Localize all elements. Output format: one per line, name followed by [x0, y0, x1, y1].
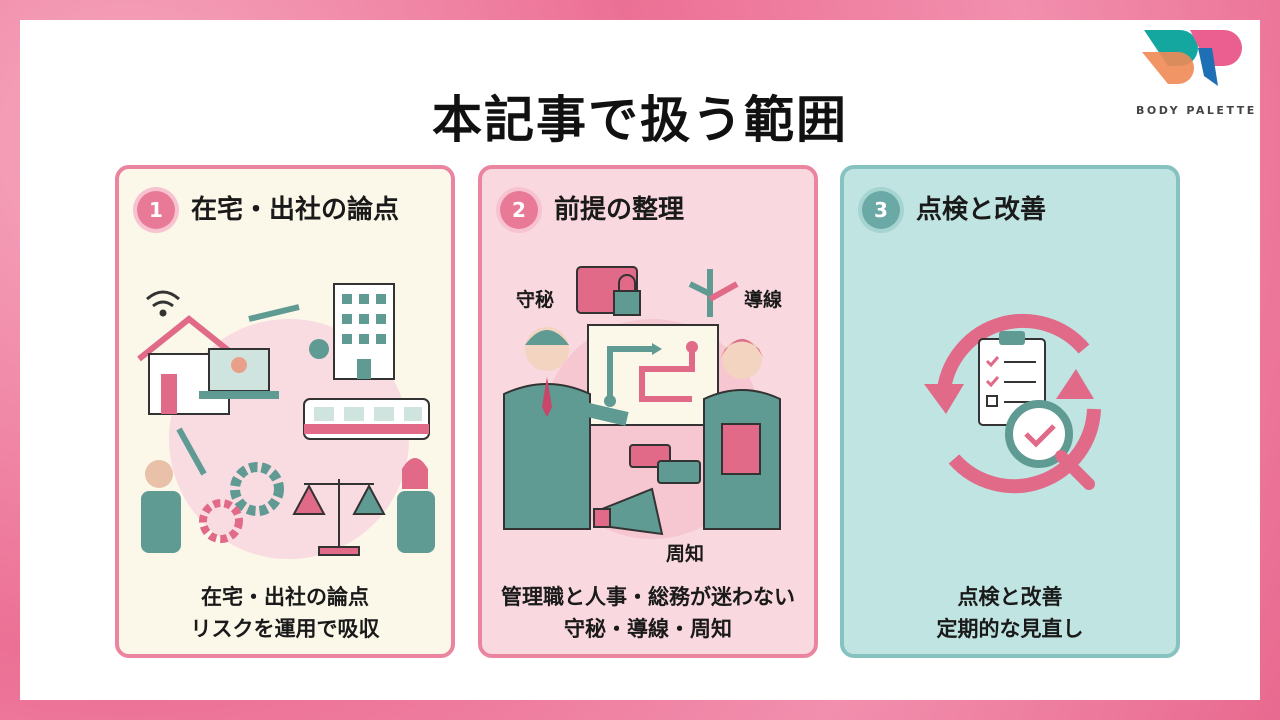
caption-line: リスクを運用で吸収 — [190, 617, 380, 641]
person-icon — [141, 460, 181, 553]
man-icon — [503, 327, 629, 530]
caption-line: 管理職と人事・総務が迷わない — [501, 585, 795, 609]
laptop-icon — [199, 348, 279, 399]
caption-line: 在宅・出社の論点 — [201, 585, 369, 609]
wifi-icon — [146, 290, 180, 317]
train-icon — [303, 398, 430, 440]
card-review-improve: 3 点検と改善 点検と改善 定期的な見直し — [840, 165, 1180, 658]
label-notice: 周知 — [666, 543, 705, 565]
card-heading: 前提の整理 — [554, 195, 685, 225]
card-caption: 在宅・出社の論点 リスクを運用で吸収 — [119, 581, 451, 645]
review-cycle-illustration — [924, 313, 1101, 494]
body-palette-logo — [1142, 30, 1242, 86]
logo-text: BODY PALETTE — [1136, 104, 1257, 117]
step-number: 3 — [862, 191, 900, 229]
megaphone-icon — [593, 487, 664, 536]
card-caption: 管理職と人事・総務が迷わない 守秘・導線・周知 — [482, 581, 814, 645]
card-caption: 点検と改善 定期的な見直し — [844, 581, 1176, 645]
woman-icon — [397, 458, 435, 553]
card-heading: 点検と改善 — [916, 195, 1047, 225]
arrows-icon — [176, 304, 300, 476]
arrow-head-icon — [1056, 369, 1094, 399]
remote-office-illustration — [137, 283, 435, 559]
chat-bubble-icon — [629, 444, 701, 484]
folder-lock-icon — [576, 266, 641, 316]
label-secrecy: 守秘 — [516, 289, 555, 311]
card-prerequisites: 2 前提の整理 守秘 導線 周知 管理職と人事・総務が迷わない 守秘・導線・周知 — [478, 165, 818, 658]
caption-line: 点検と改善 — [957, 585, 1063, 609]
step-number: 1 — [137, 191, 175, 229]
caption-line: 定期的な見直し — [936, 617, 1084, 641]
arrow-head-icon — [924, 384, 964, 414]
prerequisites-illustration — [503, 266, 781, 539]
gear-icon — [199, 462, 284, 543]
page-title: 本記事で扱う範囲 — [432, 91, 848, 149]
woman-icon — [703, 339, 781, 530]
balance-scale-icon — [292, 479, 386, 556]
caption-line: 守秘・導線・周知 — [564, 617, 732, 641]
card-remote-office: 1 在宅・出社の論点 在宅・出社の論点 リスクを運用で吸収 — [115, 165, 455, 658]
card-heading: 在宅・出社の論点 — [191, 195, 400, 225]
cycle-arrows-icon — [937, 313, 1101, 494]
step-number: 2 — [500, 191, 538, 229]
office-building-icon — [309, 283, 395, 380]
split-arrow-icon — [688, 269, 739, 317]
magnifier-check-icon — [1005, 400, 1095, 490]
label-flow: 導線 — [744, 289, 783, 311]
